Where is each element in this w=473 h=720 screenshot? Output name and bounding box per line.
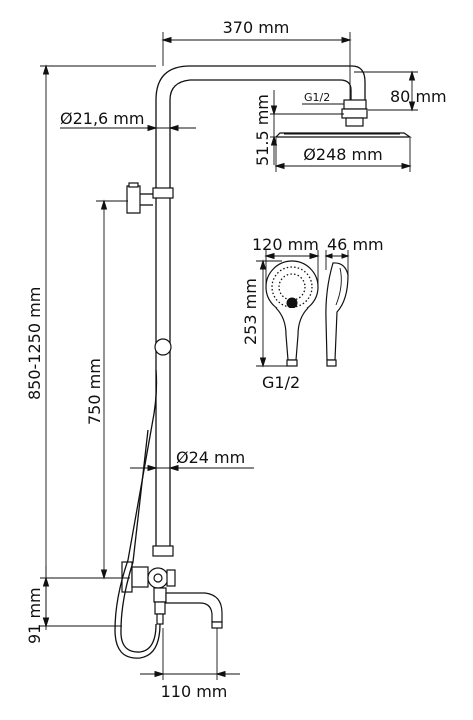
dim-hand-length: 253 mm: [241, 259, 287, 368]
dim-mixer-height: 91 mm: [25, 566, 130, 644]
riser-pipe: [152, 65, 366, 557]
hand-shower-side: [325, 262, 349, 367]
hand-shower-front: [265, 260, 319, 367]
dim-hand-depth: 46 mm: [324, 235, 384, 275]
label-hand-depth: 46 mm: [327, 235, 384, 254]
label-head-thickness: 51.5 mm: [253, 94, 272, 166]
label-mixer-height: 91 mm: [25, 587, 44, 644]
dim-head-height: 80 mm: [354, 70, 447, 112]
hand-shower-holder: [126, 182, 153, 214]
label-holder-travel: 750 mm: [85, 358, 104, 425]
dim-total-height: 850-1250 mm: [25, 64, 156, 628]
dim-spout-reach: 110 mm: [140, 628, 240, 701]
label-hand-width: 120 mm: [252, 235, 319, 254]
dim-hand-connector: G1/2: [262, 373, 300, 392]
label-hand-length: 253 mm: [241, 278, 260, 345]
label-head-height: 80 mm: [390, 87, 447, 106]
label-arm-length: 370 mm: [223, 18, 290, 37]
label-pipe-upper: Ø21,6 mm: [60, 109, 144, 128]
label-total-height: 850-1250 mm: [25, 287, 44, 400]
dim-pipe-lower: Ø24 mm: [130, 448, 254, 472]
dim-hand-width: 120 mm: [252, 235, 320, 287]
dim-head-connector: G1/2: [302, 91, 344, 105]
dim-arm-length: 370 mm: [161, 18, 352, 100]
shower-hose: [114, 369, 161, 659]
dim-head-diameter: Ø248 mm: [274, 138, 412, 172]
dim-head-thickness: 51.5 mm: [253, 90, 344, 166]
label-spout-reach: 110 mm: [161, 682, 228, 701]
rain-shower-head: [274, 99, 412, 138]
dim-pipe-upper: Ø21,6 mm: [60, 109, 196, 132]
label-head-diameter: Ø248 mm: [303, 145, 382, 164]
label-pipe-lower: Ø24 mm: [176, 448, 245, 467]
label-head-connector: G1/2: [304, 91, 330, 104]
dim-holder-travel: 750 mm: [85, 199, 128, 580]
label-hand-connector: G1/2: [262, 373, 300, 392]
bath-mixer: [121, 561, 223, 629]
